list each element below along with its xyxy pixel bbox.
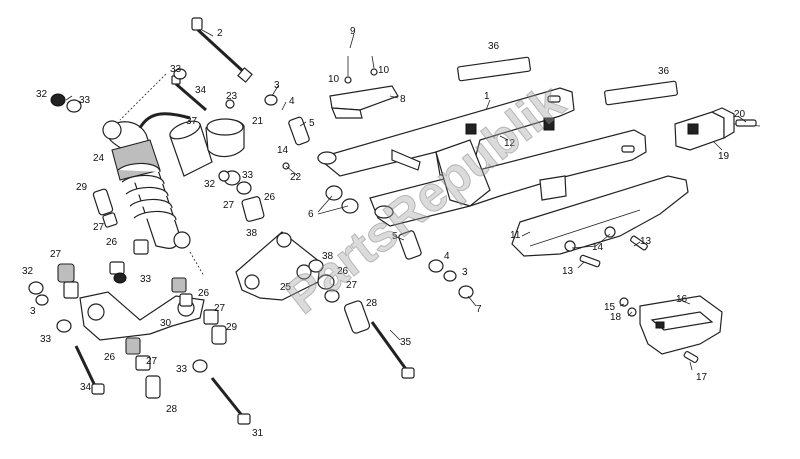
- callout-5: 5: [392, 231, 398, 242]
- callout-33: 33: [79, 95, 91, 106]
- callout-5: 5: [309, 118, 315, 129]
- reservoir-clamp: [205, 118, 245, 158]
- callout-26: 26: [104, 352, 116, 363]
- through-bolt: [191, 17, 253, 83]
- callout-27: 27: [146, 356, 158, 367]
- long-bolt-35: [370, 321, 415, 379]
- callout-18: 18: [610, 312, 622, 323]
- callout-27: 27: [223, 200, 235, 211]
- callout-3: 3: [274, 80, 280, 91]
- callout-36: 36: [488, 41, 500, 52]
- callout-38: 38: [246, 228, 258, 239]
- callout-29: 29: [226, 322, 238, 333]
- callout-12: 12: [504, 138, 516, 149]
- chain-guide: [511, 175, 689, 257]
- decal-left: [457, 56, 531, 82]
- callout-32: 32: [36, 89, 48, 100]
- callout-7: 7: [476, 304, 482, 315]
- bushings-and-spacers: [28, 68, 699, 399]
- chain-slider-guide: [639, 295, 723, 355]
- callout-4: 4: [444, 251, 450, 262]
- callout-28: 28: [166, 404, 178, 415]
- guide-line-2: [189, 251, 205, 277]
- callout-27: 27: [93, 222, 105, 233]
- callout-1: 1: [484, 91, 490, 102]
- callout-21: 21: [252, 116, 264, 127]
- callout-16: 16: [676, 294, 688, 305]
- callout-22: 22: [290, 172, 302, 183]
- callout-27: 27: [50, 249, 62, 260]
- callout-6: 6: [308, 209, 314, 220]
- callout-37: 37: [186, 116, 198, 127]
- callout-32: 32: [204, 179, 216, 190]
- callout-29: 29: [76, 182, 88, 193]
- callout-20: 20: [734, 109, 746, 120]
- callout-26: 26: [337, 266, 349, 277]
- callout-25: 25: [280, 282, 292, 293]
- callout-31: 31: [252, 428, 264, 439]
- callout-11: 11: [510, 230, 521, 241]
- linkage-rocker: [235, 231, 321, 301]
- callout-27: 27: [346, 280, 358, 291]
- callout-2: 2: [217, 28, 223, 39]
- leader-lines: [65, 29, 747, 371]
- callout-8: 8: [400, 94, 406, 105]
- callout-19: 19: [718, 151, 730, 162]
- callout-33: 33: [176, 364, 188, 375]
- guide-line-1: [119, 73, 167, 121]
- callout-28: 28: [366, 298, 378, 309]
- callout-32: 32: [22, 266, 34, 277]
- callout-13: 13: [640, 236, 652, 247]
- callout-26: 26: [264, 192, 276, 203]
- chain-tensioner: [674, 107, 761, 151]
- callout-4: 4: [289, 96, 295, 107]
- callout-36: 36: [658, 66, 670, 77]
- decal-right: [604, 80, 678, 106]
- callout-10: 10: [378, 65, 390, 76]
- bracket: [329, 55, 399, 119]
- swing-arm: [316, 87, 647, 227]
- callout-33: 33: [140, 274, 152, 285]
- callout-10: 10: [328, 74, 340, 85]
- long-bolt-34: [74, 345, 105, 395]
- callout-33: 33: [40, 334, 52, 345]
- callout-33: 33: [170, 64, 182, 75]
- callout-27: 27: [214, 303, 226, 314]
- shock-reservoir: [169, 120, 213, 177]
- callout-17: 17: [696, 372, 708, 383]
- callout-34: 34: [195, 85, 207, 96]
- callout-33: 33: [242, 170, 254, 181]
- callout-13: 13: [562, 266, 574, 277]
- callout-26: 26: [198, 288, 210, 299]
- callout-3: 3: [30, 306, 36, 317]
- connecting-rod: [79, 291, 205, 341]
- callout-24: 24: [93, 153, 105, 164]
- callout-15: 15: [604, 302, 616, 313]
- shock-absorber: [102, 112, 191, 249]
- callout-14: 14: [592, 242, 604, 253]
- callout-23: 23: [226, 91, 238, 102]
- callout-3: 3: [462, 267, 468, 278]
- callout-34: 34: [80, 382, 92, 393]
- callout-14: 14: [277, 145, 289, 156]
- callout-9: 9: [350, 26, 356, 37]
- callout-38: 38: [322, 251, 334, 262]
- callout-30: 30: [160, 318, 172, 329]
- callout-35: 35: [400, 337, 412, 348]
- long-bolt-31: [210, 377, 251, 425]
- callout-numbers: 2 33 34 32 33 23 3 4 37 21 5 9 10 10 8 3…: [22, 26, 746, 439]
- callout-26: 26: [106, 237, 118, 248]
